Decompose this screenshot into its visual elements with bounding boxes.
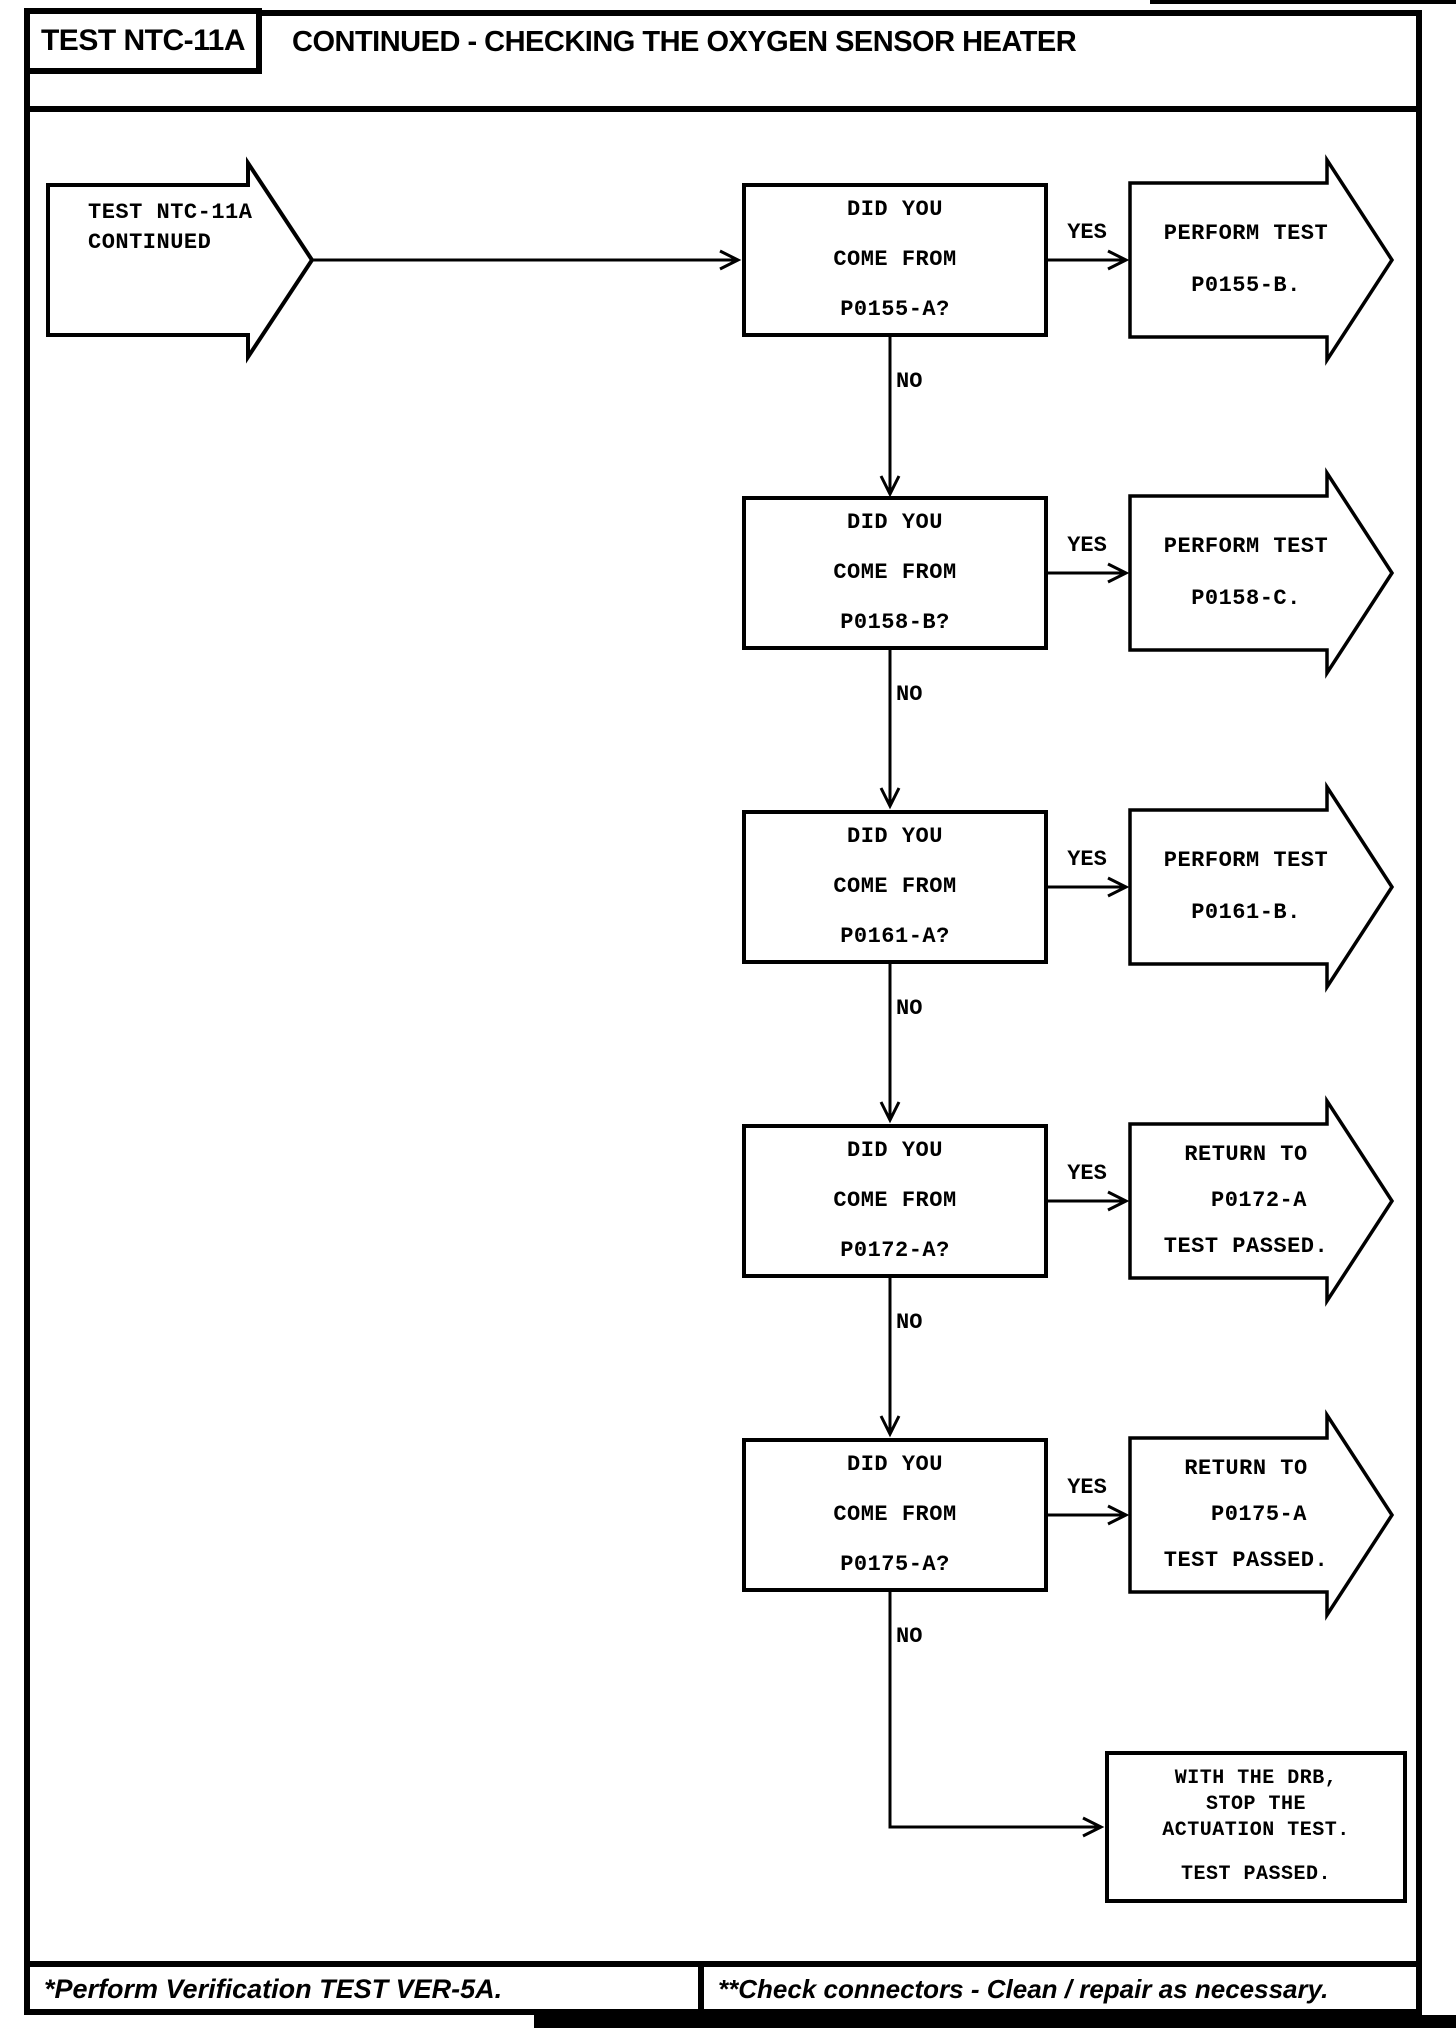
result-arrow-shape-1 (1128, 154, 1395, 366)
test-id-box: TEST NTC-11A (24, 8, 262, 74)
arrowhead (879, 1415, 901, 1438)
yes-label-5: YES (1067, 1475, 1107, 1500)
decision-box-p0172a: DID YOU COME FROM P0172-A? (742, 1124, 1048, 1278)
result-line: P0172-A (1211, 1188, 1307, 1213)
result-line: P0158-C. (1191, 586, 1301, 611)
footer-separator (24, 1961, 1422, 1967)
yes-label-3: YES (1067, 847, 1107, 872)
footer-note-verification: *Perform Verification TEST VER-5A. (44, 1974, 503, 2004)
arrowhead (879, 787, 901, 810)
connector-no-5-elbow (888, 1592, 1099, 1829)
no-label-3: NO (896, 996, 923, 1021)
result-line: PERFORM TEST (1163, 848, 1329, 873)
start-arrow-shape (46, 156, 315, 364)
result-line: RETURN TO (1184, 1142, 1308, 1167)
page-frame (24, 10, 1422, 2015)
scan-artifact-bottom-bar (534, 2015, 1456, 2028)
no-label-5: NO (896, 1624, 923, 1649)
yes-label-4: YES (1067, 1161, 1107, 1186)
final-line: TEST PASSED. (1180, 1863, 1332, 1886)
start-line2: CONTINUED (88, 230, 212, 255)
result-return-p0172a: RETURN TO P0172-A TEST PASSED. (1130, 1132, 1362, 1270)
no-label-4: NO (896, 1310, 923, 1335)
final-box-stop-actuation: WITH THE DRB, STOP THE ACTUATION TEST. T… (1105, 1751, 1407, 1903)
result-arrow-shape-4 (1128, 1095, 1395, 1307)
decision-line: DID YOU (847, 824, 943, 849)
arrowhead (1107, 1504, 1130, 1526)
decision-box-p0175a: DID YOU COME FROM P0175-A? (742, 1438, 1048, 1592)
result-p0161b: PERFORM TEST P0161-B. (1130, 835, 1362, 939)
result-arrow-shape-3 (1128, 781, 1395, 993)
decision-line: P0175-A? (840, 1552, 950, 1577)
decision-line: P0161-A? (840, 924, 950, 949)
decision-line: P0172-A? (840, 1238, 950, 1263)
arrowhead (1107, 562, 1130, 584)
decision-line: COME FROM (833, 1502, 957, 1527)
arrowhead (879, 1101, 901, 1124)
result-line: PERFORM TEST (1163, 221, 1329, 246)
result-arrow-shape-5 (1128, 1409, 1395, 1621)
start-line1: TEST NTC-11A (88, 200, 253, 225)
scan-artifact-bar (1150, 0, 1456, 4)
decision-line: P0158-B? (840, 610, 950, 635)
result-line: P0175-A (1211, 1502, 1307, 1527)
final-line: ACTUATION TEST. (1162, 1819, 1350, 1842)
decision-line: DID YOU (847, 510, 943, 535)
arrowhead (719, 249, 742, 271)
decision-line: COME FROM (833, 874, 957, 899)
footer-divider (698, 1961, 704, 2015)
result-return-p0175a: RETURN TO P0175-A TEST PASSED. (1130, 1446, 1362, 1584)
result-line: TEST PASSED. (1163, 1548, 1329, 1573)
result-line: PERFORM TEST (1163, 534, 1329, 559)
final-line: STOP THE (1205, 1793, 1306, 1816)
start-node-label: TEST NTC-11A CONTINUED (88, 198, 252, 258)
result-p0155b: PERFORM TEST P0155-B. (1130, 208, 1362, 312)
decision-box-p0155a: DID YOU COME FROM P0155-A? (742, 183, 1048, 337)
result-line: TEST PASSED. (1163, 1234, 1329, 1259)
result-line: P0161-B. (1191, 900, 1301, 925)
decision-box-p0158b: DID YOU COME FROM P0158-B? (742, 496, 1048, 650)
decision-line: COME FROM (833, 560, 957, 585)
arrowhead (1107, 1190, 1130, 1212)
no-label-2: NO (896, 682, 923, 707)
result-line: RETURN TO (1184, 1456, 1308, 1481)
decision-line: DID YOU (847, 1452, 943, 1477)
footer-note-connectors: **Check connectors - Clean / repair as n… (718, 1974, 1329, 2004)
result-line: P0155-B. (1191, 273, 1301, 298)
header-separator (24, 106, 1422, 112)
final-line: WITH THE DRB, (1174, 1767, 1338, 1790)
arrowhead (1107, 249, 1130, 271)
yes-label-2: YES (1067, 533, 1107, 558)
arrowhead (1107, 876, 1130, 898)
page-title: CONTINUED - CHECKING THE OXYGEN SENSOR H… (292, 26, 1077, 58)
no-label-1: NO (896, 369, 923, 394)
arrowhead (1082, 1816, 1105, 1838)
decision-line: DID YOU (847, 1138, 943, 1163)
arrowhead (879, 475, 901, 498)
decision-line: COME FROM (833, 1188, 957, 1213)
result-arrow-shape-2 (1128, 467, 1395, 679)
decision-box-p0161a: DID YOU COME FROM P0161-A? (742, 810, 1048, 964)
yes-label-1: YES (1067, 220, 1107, 245)
result-p0158c: PERFORM TEST P0158-C. (1130, 521, 1362, 625)
decision-line: P0155-A? (840, 297, 950, 322)
test-id-label: TEST NTC-11A (40, 24, 246, 57)
decision-line: COME FROM (833, 247, 957, 272)
decision-line: DID YOU (847, 197, 943, 222)
